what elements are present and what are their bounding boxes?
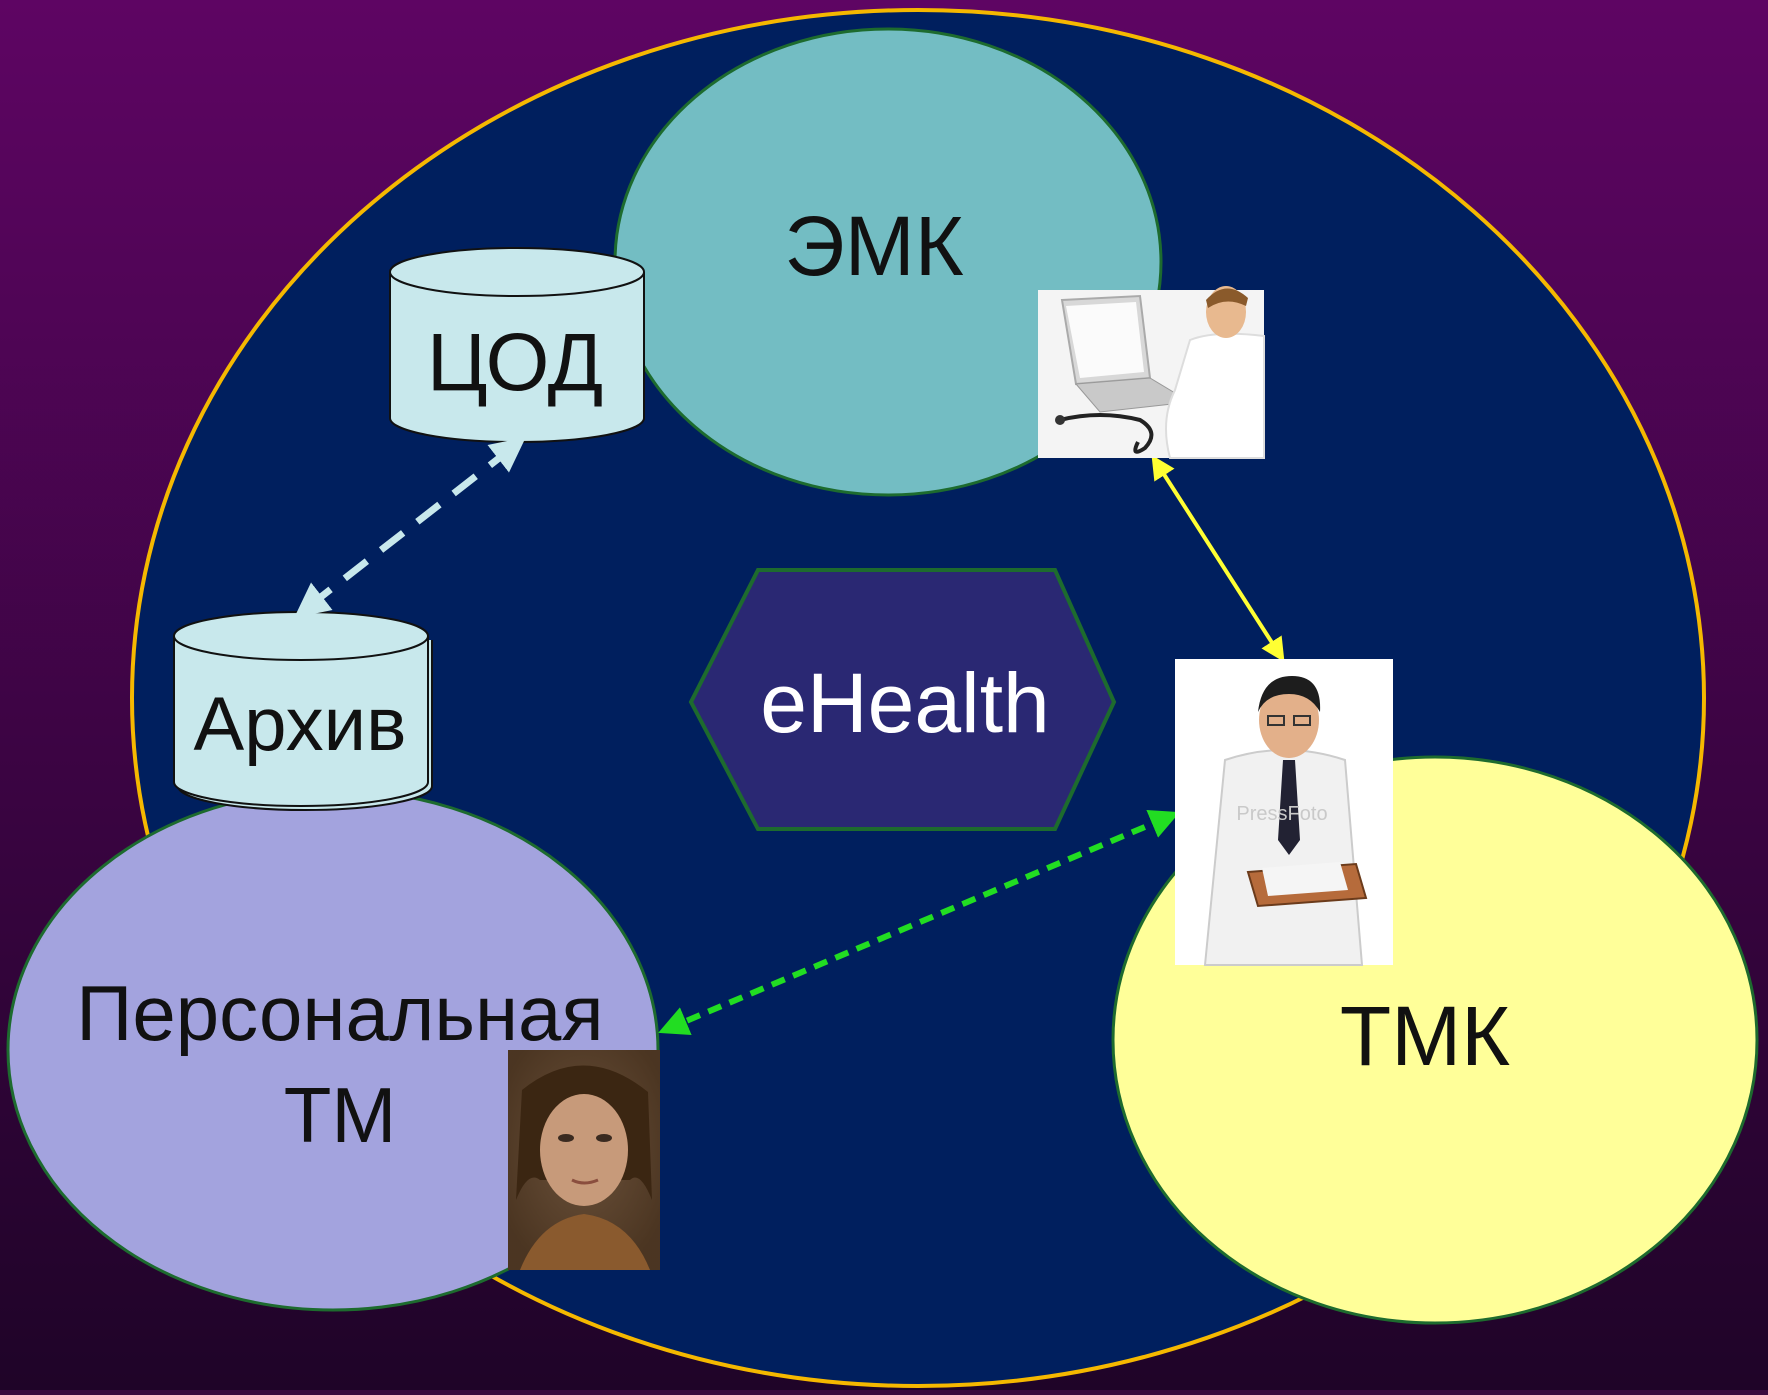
- emk-tmk-link-arrow: [1151, 454, 1285, 663]
- cod-label: ЦОД: [427, 317, 603, 408]
- ehealth-label: eHealth: [760, 656, 1050, 750]
- pressfoto-watermark: PressFoto: [1236, 803, 1327, 825]
- tmk-personal-link-arrow: [658, 810, 1180, 1035]
- doctor-with-clipboard-photo: PressFoto: [1175, 659, 1393, 966]
- emk-label: ЭМК: [784, 199, 963, 293]
- patient-portrait-photo: [508, 1050, 660, 1270]
- doctor-at-laptop-photo: [1038, 286, 1265, 459]
- cod-database-cylinder: ЦОД: [389, 247, 645, 443]
- archive-database-cylinder: Архив: [173, 611, 433, 811]
- archive-label: Архив: [194, 682, 407, 767]
- personal-tm-label-line1: Персональная: [76, 969, 603, 1057]
- personal-tm-label-line2: ТМ: [284, 1071, 397, 1159]
- tmk-label: ТМК: [1340, 989, 1510, 1083]
